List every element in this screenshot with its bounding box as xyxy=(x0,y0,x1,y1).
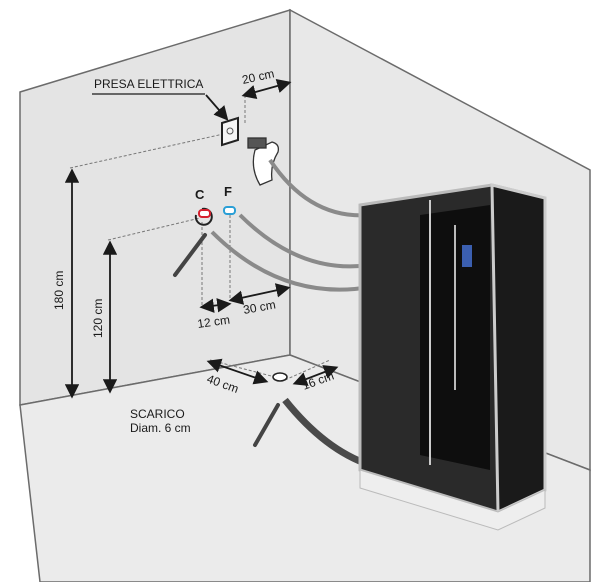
socket-height-label: 180 cm xyxy=(52,271,66,310)
tap-spacing-label: 12 cm xyxy=(196,313,230,331)
tap-offset-label: 30 cm xyxy=(242,297,277,316)
left-wall xyxy=(19,8,291,406)
drain-label: SCARICO xyxy=(130,407,185,421)
hot-label: C xyxy=(195,187,205,202)
socket-label: PRESA ELETTRICA xyxy=(94,77,203,91)
wrench-icon xyxy=(173,233,207,277)
cold-water-tap-icon xyxy=(223,206,236,215)
tap-height-label: 120 cm xyxy=(91,299,105,338)
dimension-arrows xyxy=(64,78,339,399)
electric-socket-icon xyxy=(221,116,239,147)
cold-label: F xyxy=(224,184,232,199)
drain-hole-icon xyxy=(272,372,288,382)
hot-water-tap-icon xyxy=(194,207,213,226)
shower-cabin-image xyxy=(358,183,547,531)
socket-offset-label: 20 cm xyxy=(241,66,276,86)
drain-wrench-icon xyxy=(253,403,280,447)
drain-diameter-label: Diam. 6 cm xyxy=(130,421,191,435)
